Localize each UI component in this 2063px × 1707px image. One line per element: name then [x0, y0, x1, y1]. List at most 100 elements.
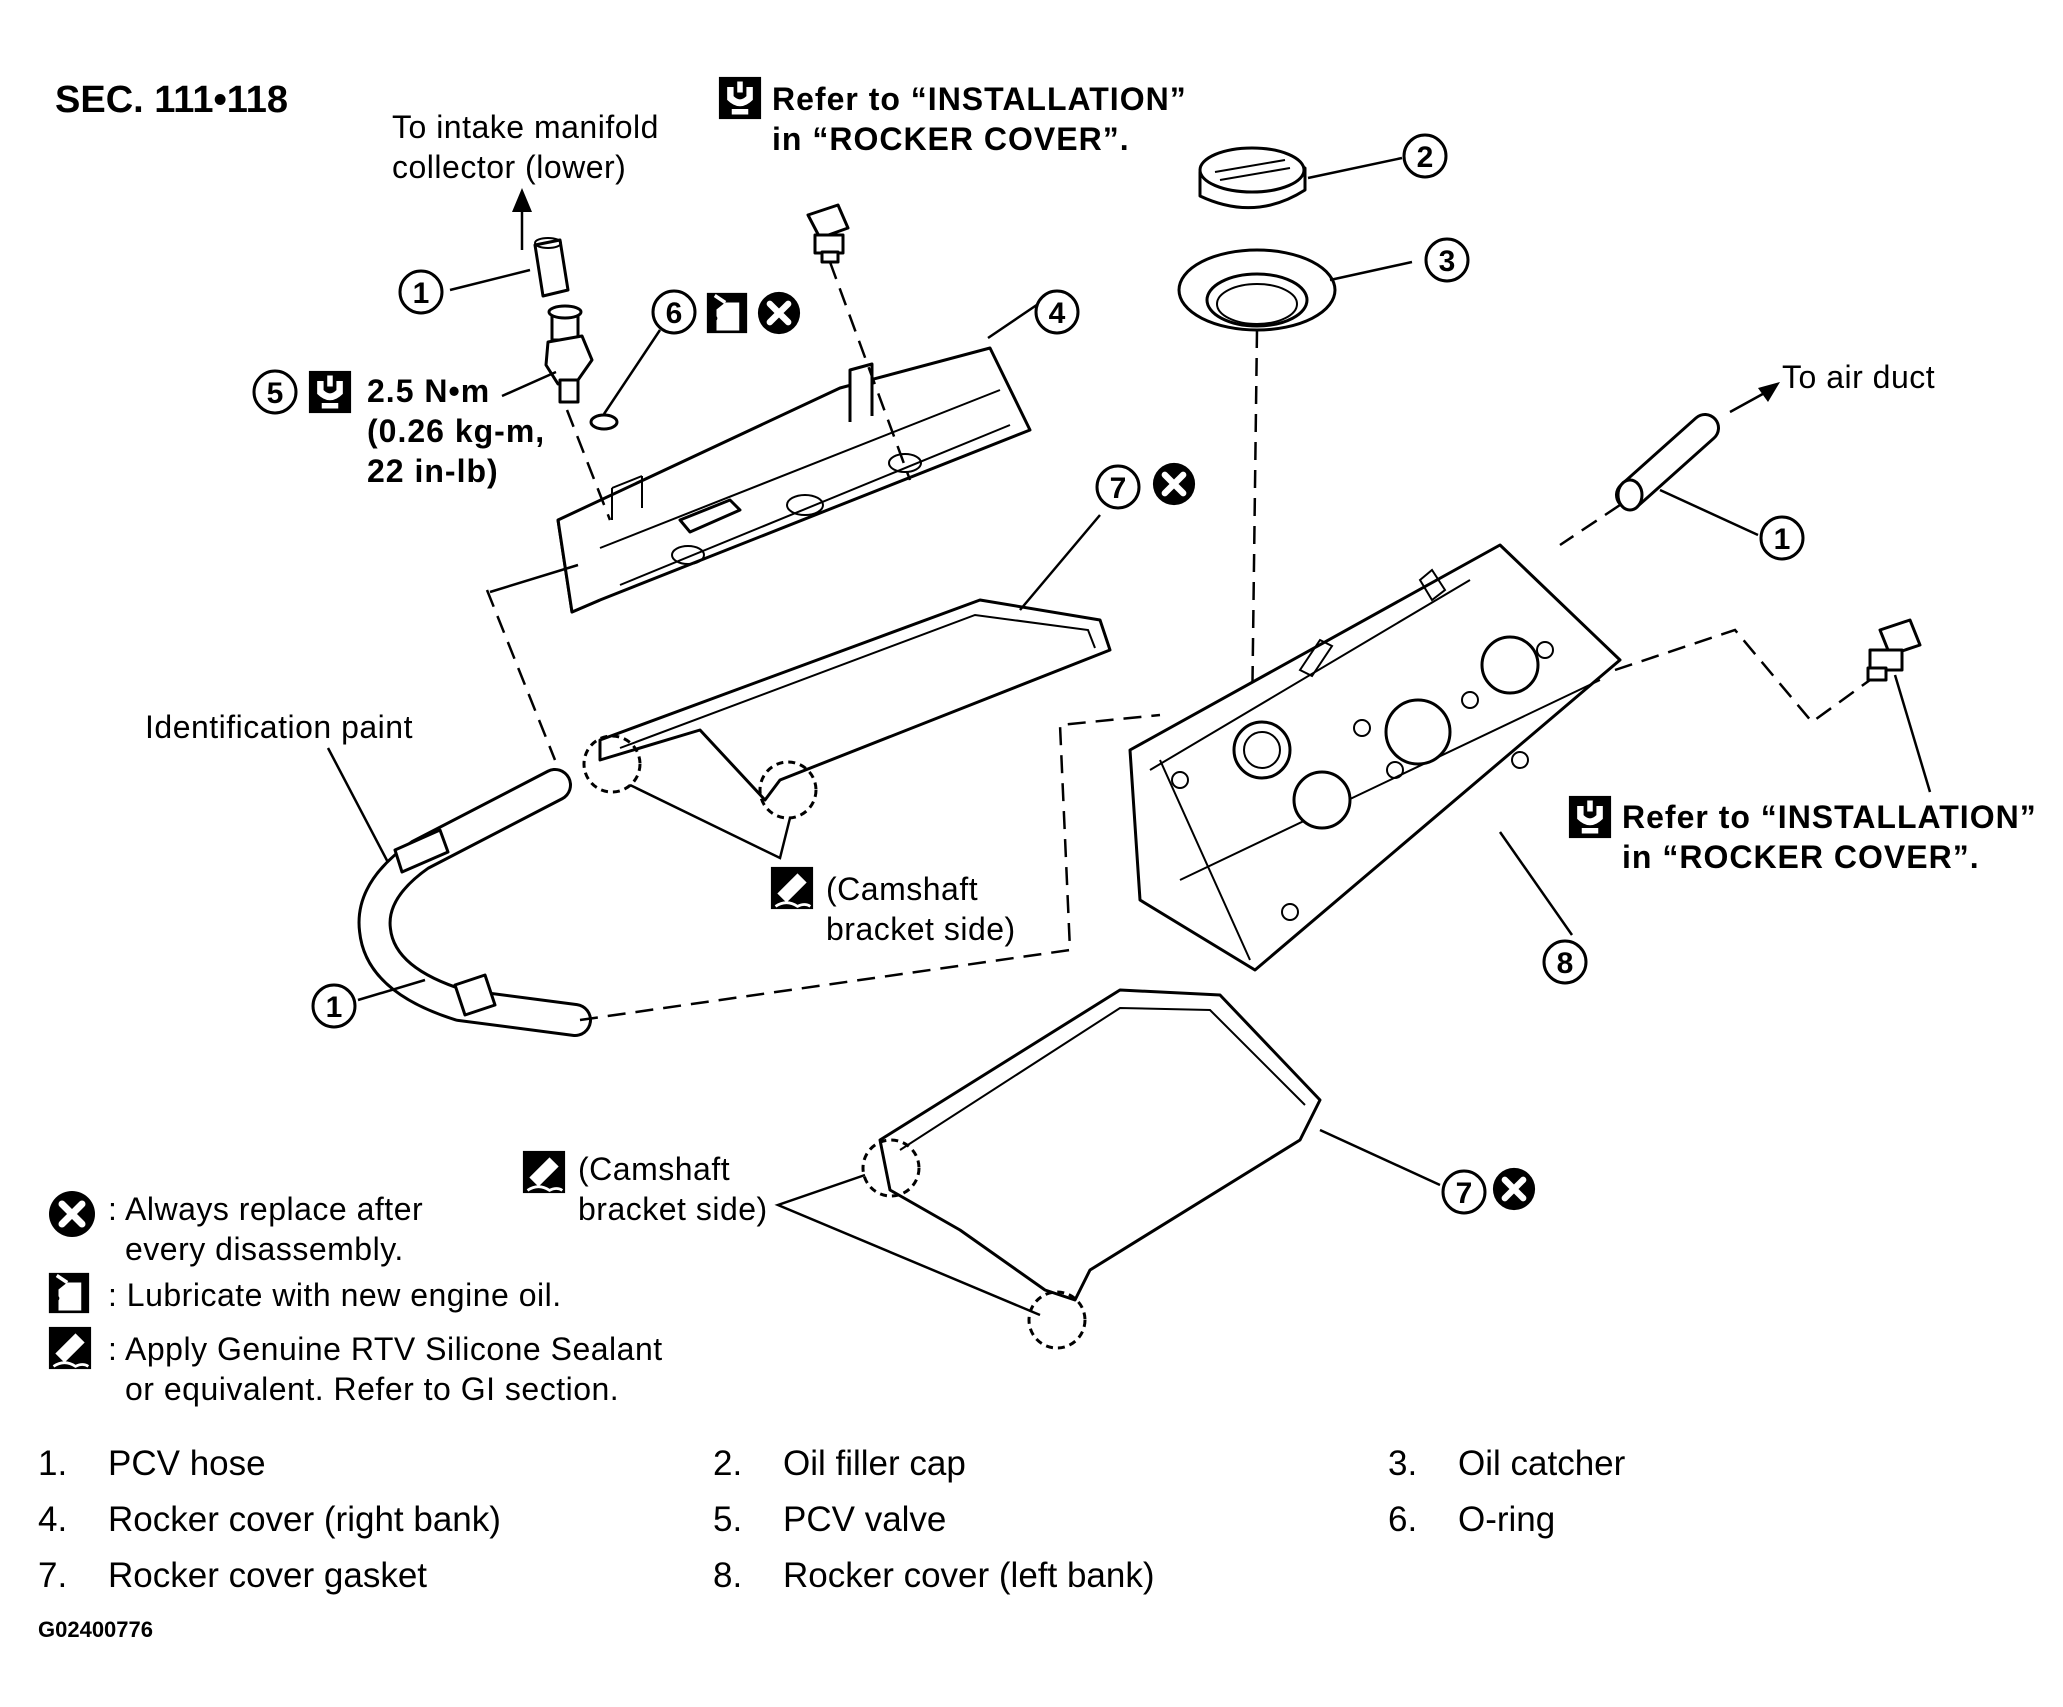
callout-1-bottom: 1: [311, 983, 357, 1029]
torque-spec-line1: 2.5 N•m: [367, 373, 490, 409]
part-name: Rocker cover (right bank): [108, 1500, 501, 1539]
leader-1-right: [1659, 488, 1759, 537]
sealant-point-1: [582, 734, 642, 794]
leader-bolt-right: [1893, 674, 1932, 793]
svg-text:5: 5: [267, 377, 284, 410]
part-no: 8.: [713, 1556, 742, 1595]
pcv-valve-axis: [565, 409, 612, 521]
part-no: 6.: [1388, 1500, 1417, 1539]
replace-icon: [1493, 1168, 1535, 1210]
torque-icon: [308, 370, 352, 414]
leader-7-top: [1019, 514, 1101, 611]
sealant-icon: [522, 1150, 566, 1194]
part-no: 7.: [38, 1556, 67, 1595]
bolt-right-axis: [1614, 628, 1871, 724]
camshaft-2-line2: bracket side): [578, 1191, 768, 1227]
intake-callout-line1: To intake manifold: [392, 109, 659, 145]
callout-3: 3: [1424, 237, 1470, 283]
refer-top-line1: Refer to “INSTALLATION”: [772, 81, 1187, 117]
svg-text:8: 8: [1557, 947, 1574, 980]
section-title: SEC. 111•118: [55, 79, 288, 121]
pcv-hose-right: [1618, 416, 1717, 507]
leader-7-bottom: [1319, 1128, 1441, 1187]
legend-sealant-icon: [48, 1326, 92, 1370]
intake-callout-line2: collector (lower): [392, 149, 626, 185]
oil-filler-cap: [1198, 146, 1307, 210]
hose-clamp: [453, 973, 497, 1017]
svg-text:1: 1: [1774, 523, 1791, 556]
gasket-lower-inner: [899, 1006, 1306, 1151]
camshaft-2-line1: (Camshaft: [578, 1151, 730, 1187]
hose-right-axis: [1559, 503, 1621, 547]
part-name: O-ring: [1458, 1500, 1555, 1539]
sealant-point-2: [758, 760, 818, 820]
legend-lubricate-line1: : Lubricate with new engine oil.: [108, 1277, 562, 1313]
part-no: 5.: [713, 1500, 742, 1539]
callout-1-top: 1: [398, 269, 444, 315]
oil-catcher-axis: [1250, 329, 1259, 721]
svg-text:7: 7: [1456, 1177, 1473, 1210]
rocker-cover-gasket-lower: [878, 988, 1322, 1302]
leader-2: [1307, 156, 1403, 180]
pcv-hose-right-end: [1616, 478, 1644, 512]
part-no: 2.: [713, 1444, 742, 1483]
camshaft-2-leader: [774, 1173, 1041, 1317]
sealant-point-3: [861, 1138, 921, 1198]
torque-spec-line3: 22 in-lb): [367, 453, 499, 489]
legend-replace-line1: : Always replace after: [108, 1191, 423, 1227]
refer-right-line1: Refer to “INSTALLATION”: [1622, 799, 2037, 835]
part-name: PCV hose: [108, 1444, 266, 1483]
legend-replace-icon: [49, 1191, 95, 1237]
sealant-point-4: [1027, 1290, 1087, 1350]
leader-5: [501, 370, 557, 398]
oil-can-icon: [706, 292, 748, 334]
pcv-hose-upper: [533, 237, 570, 298]
figure-id: G02400776: [38, 1617, 153, 1642]
leader-8: [1498, 831, 1574, 936]
rocker-cover-right-bank: [556, 346, 1032, 614]
right-cover-edge: [489, 563, 579, 594]
svg-text:7: 7: [1110, 472, 1127, 505]
part-name: Rocker cover (left bank): [783, 1556, 1155, 1595]
camshaft-1-line1: (Camshaft: [826, 871, 978, 907]
air-duct-callout: To air duct: [1782, 359, 1935, 395]
rocker-cover-left-bank: [1128, 543, 1622, 972]
hose-left-axis: [485, 589, 557, 761]
pcv-valve: [544, 304, 594, 404]
pcv-hose-lower: [360, 771, 589, 1034]
part-name: Rocker cover gasket: [108, 1556, 427, 1595]
torque-icon: [718, 76, 762, 120]
id-paint-leader: [326, 747, 394, 871]
camshaft-1-line2: bracket side): [826, 911, 1016, 947]
sealant-icon: [770, 866, 814, 910]
part-no: 3.: [1388, 1444, 1417, 1483]
callout-2: 2: [1402, 133, 1448, 179]
svg-text:2: 2: [1417, 141, 1434, 174]
legend-sealant-line1: : Apply Genuine RTV Silicone Sealant: [108, 1331, 663, 1367]
refer-right-line2: in “ROCKER COVER”.: [1622, 839, 1980, 875]
callout-7-bottom: 7: [1441, 1169, 1487, 1215]
callout-4: 4: [1034, 289, 1080, 335]
callout-6: 6: [651, 289, 697, 335]
rocker-cover-gasket-upper: [598, 598, 1112, 802]
svg-text:3: 3: [1439, 245, 1456, 278]
torque-spec-line2: (0.26 kg-m,: [367, 413, 545, 449]
intake-arrow-head: [512, 188, 532, 212]
oil-catcher: [1177, 248, 1337, 332]
part-name: Oil catcher: [1458, 1444, 1626, 1483]
callout-1-right: 1: [1759, 515, 1805, 561]
torque-icon: [1568, 795, 1612, 839]
o-ring: [589, 413, 619, 431]
svg-text:4: 4: [1049, 297, 1066, 330]
camshaft-1-leader: [629, 783, 792, 860]
part-no: 4.: [38, 1500, 67, 1539]
refer-top-line2: in “ROCKER COVER”.: [772, 121, 1130, 157]
legend-oil-can-icon: [48, 1272, 90, 1314]
id-paint-callout: Identification paint: [145, 709, 413, 745]
legend-sealant-line2: or equivalent. Refer to GI section.: [125, 1371, 619, 1407]
replace-icon: [758, 292, 800, 334]
legend-replace-line2: every disassembly.: [125, 1231, 404, 1267]
replace-icon: [1153, 463, 1195, 505]
leader-1-top: [449, 268, 531, 292]
